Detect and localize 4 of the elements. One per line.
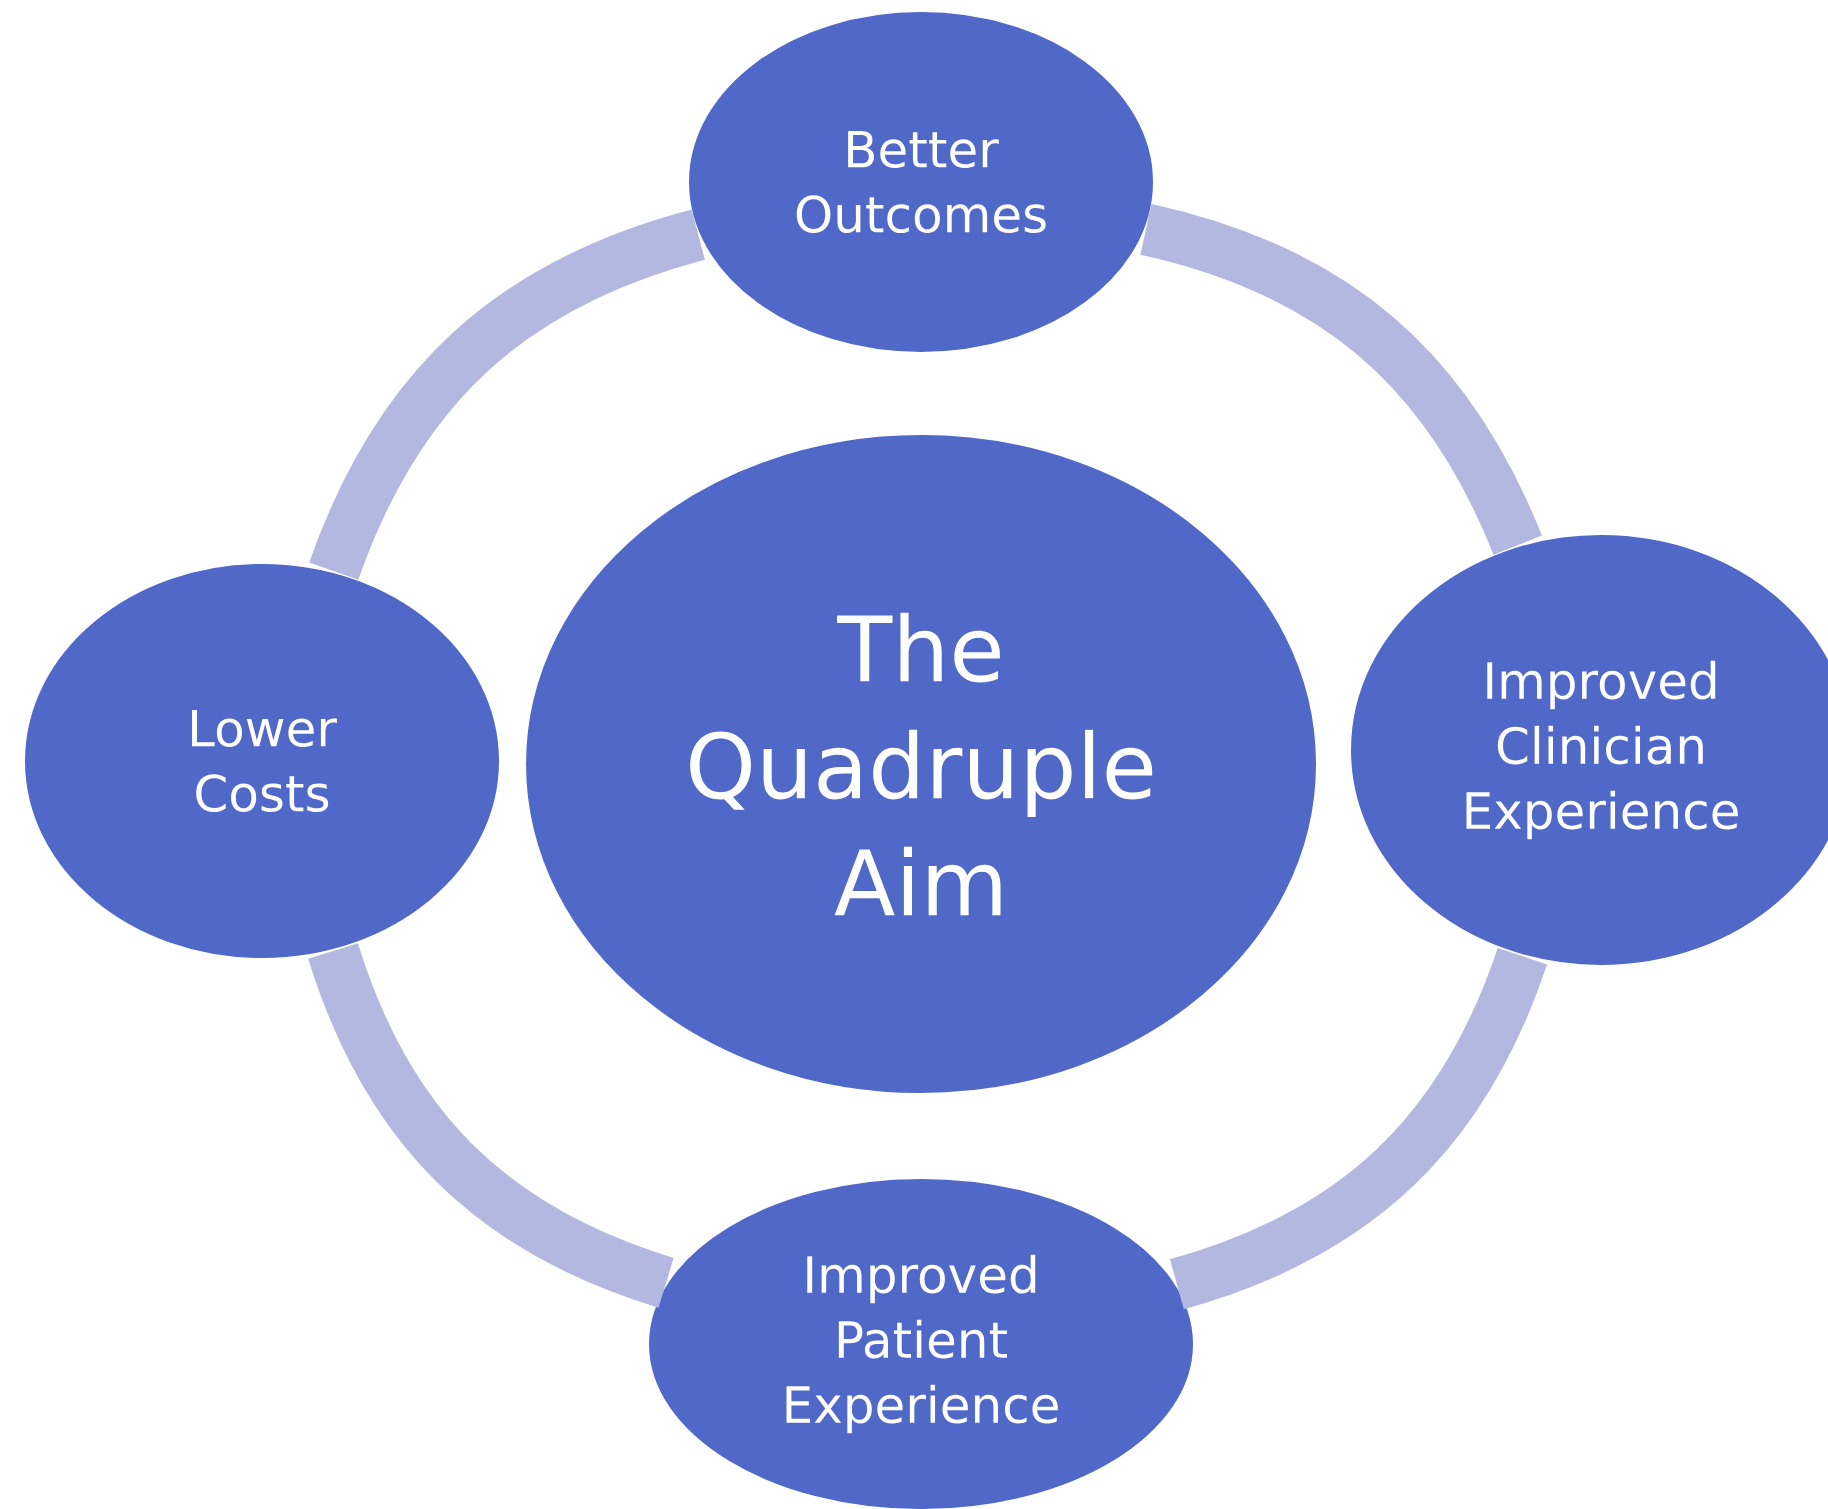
ring-segment — [308, 942, 675, 1308]
ring-segment — [309, 209, 706, 581]
ring-segment — [1139, 204, 1542, 556]
ring-segment — [1169, 947, 1547, 1310]
